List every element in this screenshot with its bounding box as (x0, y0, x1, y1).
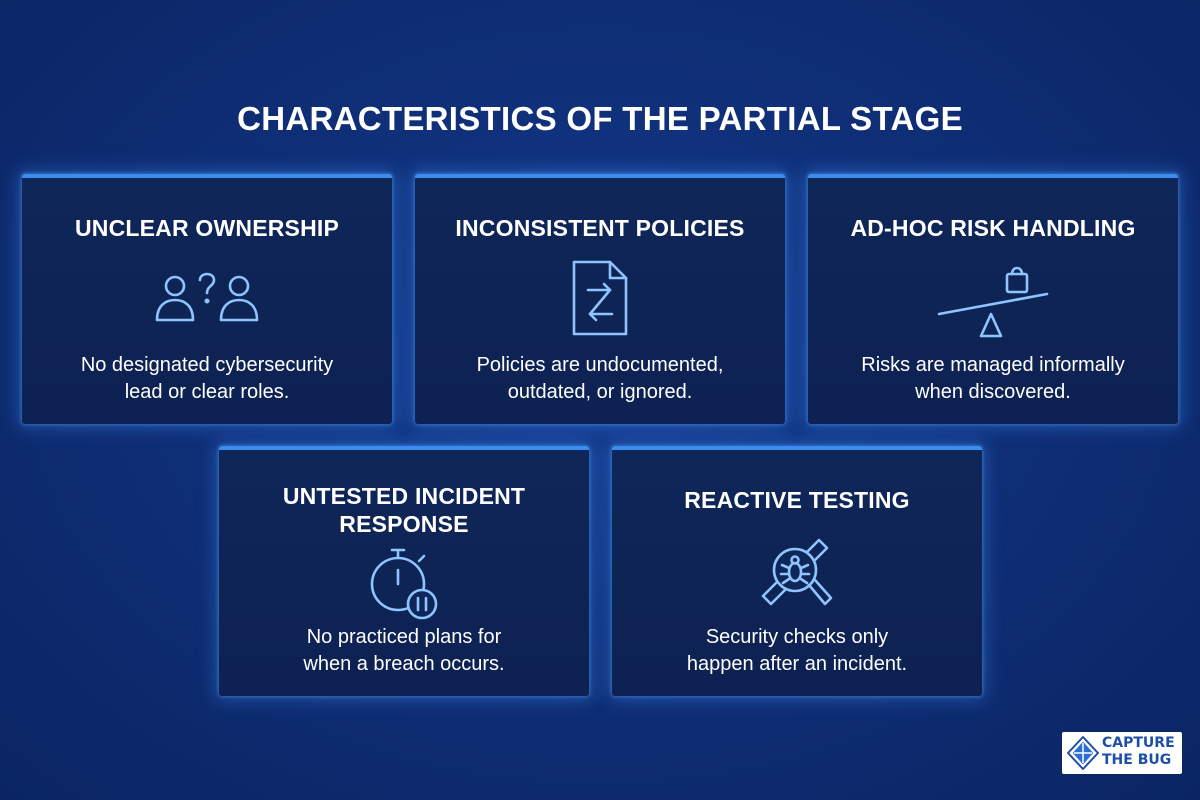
card-description-line: Policies are undocumented, (476, 354, 724, 376)
card-description: Security checks only happen after an inc… (612, 624, 982, 678)
card-description: No practiced plans for when a breach occ… (219, 624, 589, 678)
card-unclear-ownership: UNCLEAR OWNERSHIP No designated cybersec… (22, 174, 392, 424)
people-question-icon (147, 264, 267, 333)
card-title: UNCLEAR OWNERSHIP (74, 215, 340, 241)
bug-magnifier-icon (749, 530, 845, 621)
card-inconsistent-policies: INCONSISTENT POLICIES Policies are undoc… (415, 174, 785, 424)
card-description-line: Risks are managed informally (861, 354, 1125, 376)
card-title: AD-HOC RISK HANDLING (850, 215, 1136, 241)
card-title: REACTIVE TESTING (684, 487, 910, 513)
card-description-line: Security checks only (705, 626, 889, 648)
capture-the-bug-logo: CAPTURE THE BUG (1062, 732, 1182, 774)
card-description: Risks are managed informally when discov… (808, 352, 1178, 406)
card-description-line: No designated cybersecurity (80, 354, 334, 376)
card-reactive-testing: REACTIVE TESTING Security checks only ha… (612, 446, 982, 696)
seesaw-weight-icon (933, 258, 1053, 345)
card-ad-hoc-risk-handling: AD-HOC RISK HANDLING Risks are managed i… (808, 174, 1178, 424)
card-description-line: happen after an incident. (686, 653, 908, 675)
page-title: CHARACTERISTICS OF THE PARTIAL STAGE (237, 100, 963, 137)
card-title: UNTESTED INCIDENT RESPONSE (219, 482, 589, 538)
card-description: No designated cybersecurity lead or clea… (22, 352, 392, 406)
logo-text: CAPTURE THE BUG (1102, 735, 1175, 768)
card-description-line: when a breach occurs. (303, 653, 505, 675)
card-description-line: when discovered. (915, 381, 1071, 403)
card-description-line: No practiced plans for (306, 626, 502, 648)
card-untested-incident-response: UNTESTED INCIDENT RESPONSE No practiced … (219, 446, 589, 696)
card-description-line: lead or clear roles. (124, 381, 290, 403)
card-title-line: UNTESTED INCIDENT (282, 483, 526, 509)
document-arrows-icon (568, 258, 632, 343)
card-title-line: RESPONSE (339, 511, 469, 537)
card-description-line: outdated, or ignored. (507, 381, 693, 403)
bug-diamond-icon (1066, 735, 1100, 776)
stopwatch-pause-icon (364, 544, 444, 625)
card-description: Policies are undocumented, outdated, or … (415, 352, 785, 406)
card-title: INCONSISTENT POLICIES (455, 215, 745, 241)
